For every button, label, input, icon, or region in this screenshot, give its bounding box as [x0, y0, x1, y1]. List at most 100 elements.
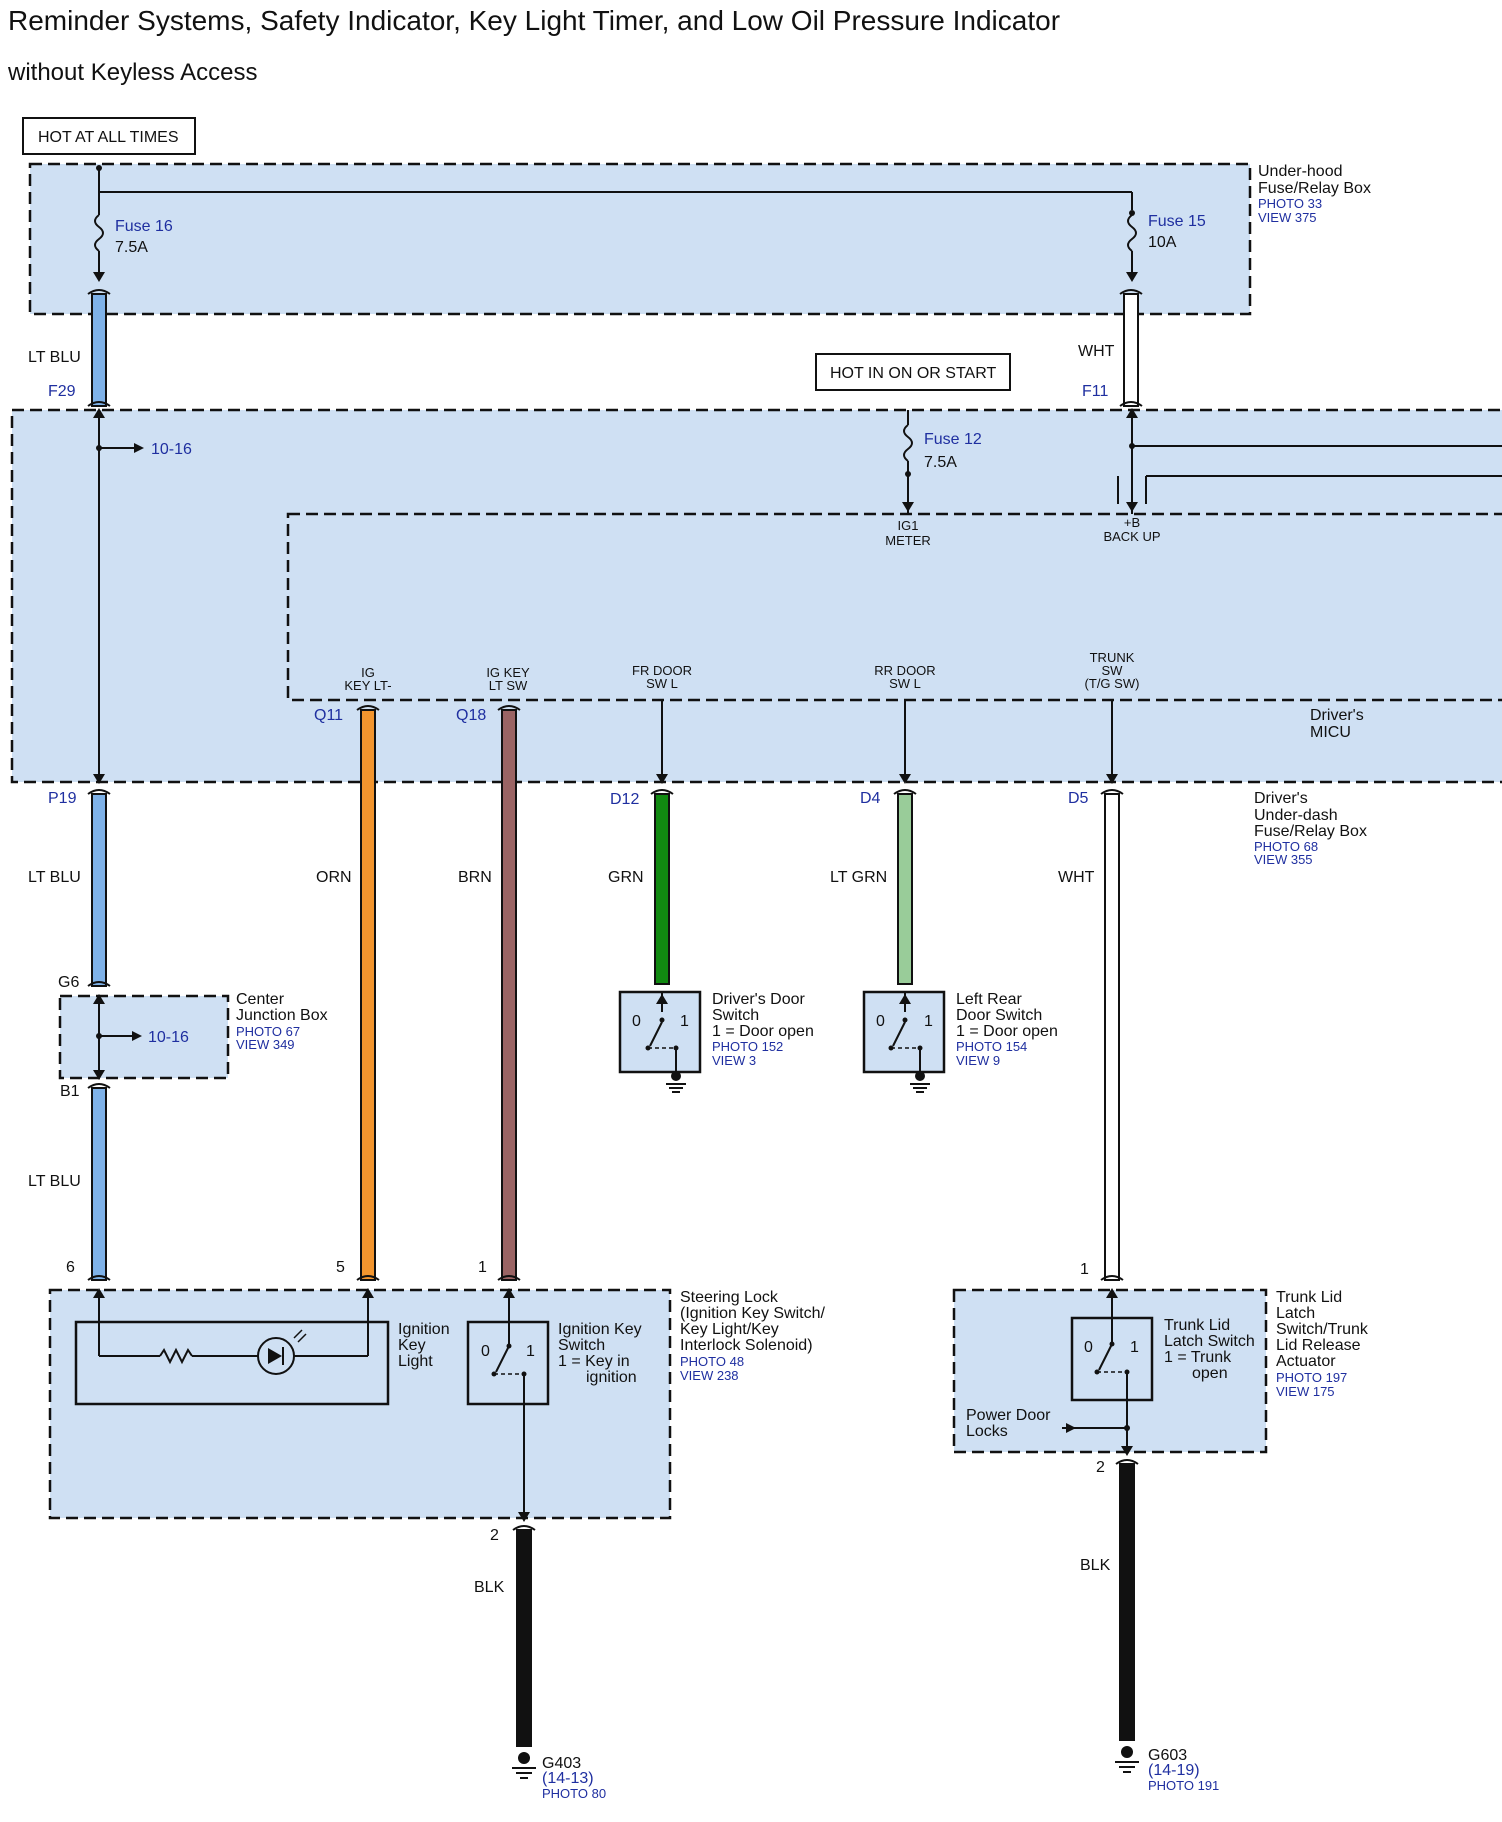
underhood-photo: PHOTO 33 [1258, 196, 1322, 211]
g603-ref: (14-19) [1148, 1762, 1200, 1779]
underhood-name-1: Under-hood [1258, 163, 1343, 180]
trunk-lid-photo: PHOTO 197 [1276, 1370, 1347, 1385]
junction-photo: PHOTO 67 [236, 1024, 300, 1039]
connector-f11: F11 [1082, 383, 1108, 400]
trunk-lid-name-1: Trunk Lid [1276, 1289, 1342, 1306]
connector-pin5: 5 [336, 1259, 345, 1276]
diagram-subtitle: without Keyless Access [7, 59, 257, 86]
wire-lt-blu-mid [91, 793, 107, 987]
wire-orn [360, 709, 376, 1281]
drivers-door-pos0: 0 [632, 1013, 641, 1030]
left-rear-door-name-1: Left Rear [956, 991, 1022, 1008]
ignition-switch-pos0: 0 [481, 1343, 490, 1360]
steering-lock-name-2: (Ignition Key Switch/ [680, 1305, 826, 1322]
left-rear-door-photo: PHOTO 154 [956, 1039, 1027, 1054]
trunk-switch-label-3: 1 = Trunk [1164, 1349, 1232, 1366]
drivers-door-name-1: Driver's Door [712, 991, 806, 1008]
ignition-switch-label-2: Switch [558, 1337, 605, 1354]
pin-trunk-2: SW [1102, 663, 1124, 678]
connector-f29: F29 [48, 383, 76, 400]
underdash-view: VIEW 355 [1254, 852, 1313, 867]
trunk-switch-label-2: Latch Switch [1164, 1333, 1255, 1350]
pin-trunk-3: (T/G SW) [1085, 676, 1140, 691]
underdash-name-3: Fuse/Relay Box [1254, 823, 1367, 840]
fuse-16-name: Fuse 16 [115, 218, 173, 235]
pin-fr-door-2: SW L [646, 676, 678, 691]
pin-rr-door-1: RR DOOR [874, 663, 935, 678]
resistor-icon [159, 1347, 193, 1365]
drivers-door-ground-icon [666, 1071, 686, 1093]
hot-at-all-times-box [22, 117, 196, 155]
wire-label-lt-grn: LT GRN [830, 869, 887, 886]
trunk-lid-name-4: Lid Release [1276, 1337, 1361, 1354]
underhood-fuse-box [28, 162, 1252, 316]
hot-in-on-or-start-box [815, 353, 1011, 391]
connector-pin2a: 2 [490, 1527, 499, 1544]
wire-lt-grn [897, 793, 913, 985]
underdash-name-2: Under-dash [1254, 807, 1338, 824]
power-door-locks-label-1: Power Door [966, 1407, 1051, 1424]
connector-g6: G6 [58, 974, 79, 991]
trunk-lid-name-3: Switch/Trunk [1276, 1321, 1369, 1338]
connector-p19: P19 [48, 790, 77, 807]
g403-ref: (14-13) [542, 1770, 594, 1787]
junction-name-1: Center [236, 991, 285, 1008]
micu-ig1-1: IG1 [898, 518, 919, 533]
junction-name-2: Junction Box [236, 1007, 328, 1024]
steering-lock-name-3: Key Light/Key [680, 1321, 779, 1338]
ignition-key-light-label-3: Light [398, 1353, 433, 1370]
connector-pin1b: 1 [1080, 1261, 1089, 1278]
hot-in-on-or-start-label: HOT IN ON OR START [830, 365, 996, 382]
center-junction-box [58, 994, 230, 1080]
diagram-title: Reminder Systems, Safety Indicator, Key … [8, 5, 1060, 36]
connector-pin1a: 1 [478, 1259, 487, 1276]
connector-d12: D12 [610, 791, 639, 808]
wire-label-brn: BRN [458, 869, 492, 886]
trunk-switch-label-1: Trunk Lid [1164, 1317, 1230, 1334]
fuse-12-name: Fuse 12 [924, 431, 982, 448]
g403-photo: PHOTO 80 [542, 1786, 606, 1801]
left-rear-door-name-2: Door Switch [956, 1007, 1042, 1024]
connector-q11: Q11 [314, 707, 343, 724]
pin-ig-key-lt-1: IG [361, 665, 375, 680]
connector-pin6: 6 [66, 1259, 75, 1276]
wire-label-blk-2: BLK [1080, 1557, 1111, 1574]
connector-q18: Q18 [456, 707, 486, 724]
wire-lt-blu-top [91, 293, 107, 407]
micu-ref-10-16: 10-16 [151, 441, 192, 458]
fuse-16 [93, 214, 105, 282]
pin-ig-key-lt-sw-1: IG KEY [486, 665, 530, 680]
pin-ig-key-lt-sw-2: LT SW [489, 678, 528, 693]
drivers-door-photo: PHOTO 152 [712, 1039, 783, 1054]
trunk-lid-view: VIEW 175 [1276, 1384, 1335, 1399]
fuse-12 [902, 410, 914, 514]
drivers-door-name-3: 1 = Door open [712, 1023, 814, 1040]
g603-name: G603 [1148, 1747, 1187, 1764]
drivers-door-switch [618, 990, 702, 1074]
wire-blk-1 [516, 1529, 532, 1747]
pin-fr-door-1: FR DOOR [632, 663, 692, 678]
micu-ig1-2: METER [885, 533, 931, 548]
junction-ref: 10-16 [148, 1029, 189, 1046]
wire-grn [654, 793, 670, 985]
wire-label-lt-blu-1: LT BLU [28, 349, 81, 366]
wire-label-orn: ORN [316, 869, 352, 886]
micu-name-1: Driver's [1310, 707, 1364, 724]
wire-label-blk-1: BLK [474, 1579, 505, 1596]
pin-trunk-1: TRUNK [1090, 650, 1135, 665]
underhood-view: VIEW 375 [1258, 210, 1317, 225]
fuse-12-rating: 7.5A [924, 454, 957, 471]
trunk-lid-name-5: Actuator [1276, 1353, 1336, 1370]
steering-lock-photo: PHOTO 48 [680, 1354, 744, 1369]
connector-d4: D4 [860, 790, 881, 807]
micu-backup-1: +B [1124, 515, 1140, 530]
left-rear-door-name-3: 1 = Door open [956, 1023, 1058, 1040]
trunk-switch-pos1: 1 [1130, 1339, 1139, 1356]
g603-photo: PHOTO 191 [1148, 1778, 1219, 1793]
wire-label-wht-1: WHT [1078, 343, 1115, 360]
fuse-16-rating: 7.5A [115, 239, 148, 256]
drivers-door-name-2: Switch [712, 1007, 759, 1024]
ignition-switch-label-3: 1 = Key in [558, 1353, 630, 1370]
steering-lock-name-1: Steering Lock [680, 1289, 779, 1306]
left-rear-door-pos1: 1 [924, 1013, 933, 1030]
